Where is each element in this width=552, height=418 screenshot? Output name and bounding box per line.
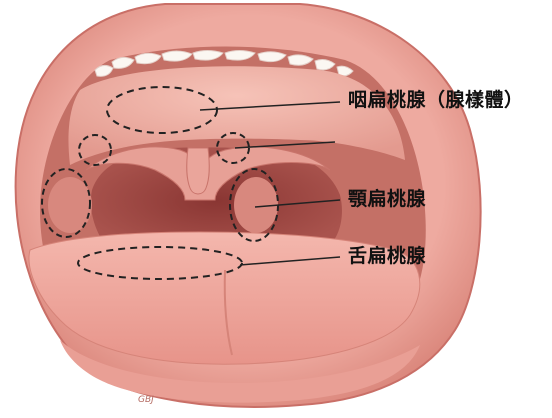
artist-signature: GBJ xyxy=(138,395,154,405)
label-adenoid: 咽扁桃腺（腺樣體） xyxy=(348,89,524,111)
uvula xyxy=(187,148,210,194)
label-lingual-tonsil: 舌扁桃腺 xyxy=(348,245,426,267)
label-palatine-tonsil: 顎扁桃腺 xyxy=(348,188,426,210)
